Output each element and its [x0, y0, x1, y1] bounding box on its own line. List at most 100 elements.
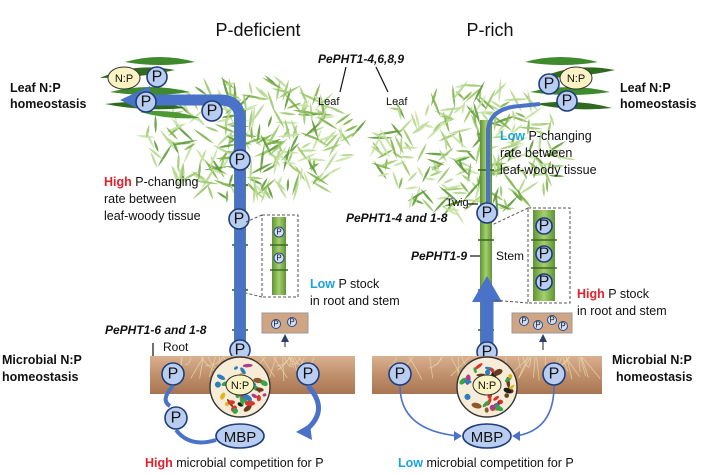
microbe: [240, 367, 246, 375]
bamboo-leaf: [315, 92, 334, 110]
bamboo-leaf: [423, 177, 437, 181]
bamboo-leaf: [260, 177, 268, 191]
bamboo-leaf: [420, 123, 435, 128]
svg-text:P: P: [234, 211, 245, 228]
root-fiber: [429, 356, 434, 379]
bamboo-leaf: [389, 136, 397, 159]
bamboo-leaf: [216, 131, 232, 147]
bamboo-leaf: [548, 174, 565, 178]
bamboo-leaf: [225, 92, 241, 99]
bamboo-leaf: [510, 116, 530, 123]
bamboo-leaf: [192, 180, 219, 185]
svg-text:P: P: [235, 342, 246, 359]
bamboo-leaf: [342, 118, 354, 126]
svg-text:P: P: [395, 366, 406, 383]
bamboo-leaf: [289, 133, 300, 151]
bamboo-leaf: [499, 184, 503, 198]
p-small-root-inset-right-a: P: [519, 316, 529, 326]
p-circle-inset-right-b: P: [535, 245, 553, 263]
right-panel-title: P-rich: [466, 20, 513, 40]
bamboo-leaf: [491, 135, 508, 139]
bamboo-leaf: [438, 185, 460, 204]
bamboo-leaf: [171, 140, 198, 146]
microbe: [243, 394, 253, 402]
bamboo-leaf: [521, 167, 528, 180]
p-circle-leaf-left-a: P: [146, 66, 168, 88]
bamboo-leaf: [507, 187, 519, 195]
bamboo-leaf: [295, 143, 308, 161]
bamboo-leaf: [255, 97, 269, 101]
root-fiber: [205, 356, 225, 366]
bamboo-leaf: [497, 153, 500, 170]
stock-text-left-line2: in root and stem: [310, 294, 400, 308]
stock-text-right-line2: in root and stem: [577, 304, 667, 318]
root-fiber: [433, 356, 442, 366]
microbe: [504, 377, 512, 382]
bamboo-leaf: [261, 77, 284, 90]
bamboo-leaf: [549, 112, 555, 127]
microbe: [494, 405, 504, 412]
microbe-cluster-right: N:P: [456, 356, 518, 418]
arrowhead-soil-to-mbp-right-a: [454, 431, 462, 441]
gene-root-left: PePHT1-6 and 1-8: [105, 323, 207, 337]
bamboo-leaf: [247, 182, 256, 193]
arrowhead-soil-to-mbp-right-b: [512, 431, 520, 441]
bamboo-leaf: [452, 156, 471, 160]
bamboo-leaf: [478, 89, 482, 101]
bamboo-leaf: [475, 94, 487, 112]
bamboo-leaf: [243, 93, 247, 111]
bamboo-leaf: [273, 75, 288, 89]
p-small-inset-left-b: P: [273, 252, 285, 264]
microbe: [253, 377, 263, 384]
bamboo-leaf: [415, 109, 420, 130]
rate-text-left-line3: leaf-woody tissue: [104, 209, 201, 223]
bamboo-leaf: [514, 167, 526, 174]
bamboo-leaf: [402, 126, 414, 148]
root-fiber: [580, 356, 589, 378]
bamboo-leaf: [311, 128, 322, 153]
competition-text-left: High microbial competition for P: [145, 456, 324, 470]
bamboo-leaf: [379, 127, 394, 152]
bamboo-leaf: [376, 149, 394, 159]
root-fiber: [283, 356, 293, 368]
bamboo-leaf: [287, 151, 293, 164]
bamboo-leaf: [430, 87, 438, 107]
bamboo-leaf: [249, 178, 263, 185]
root-fiber: [408, 356, 423, 380]
stem-inset-box-left: [261, 214, 299, 298]
bamboo-leaf: [273, 150, 279, 177]
bamboo-leaf: [312, 82, 321, 106]
inset-leader-right-top: [491, 207, 529, 226]
bamboo-leaf: [521, 106, 544, 123]
bamboo-leaf: [197, 161, 201, 182]
bamboo-leaf: [398, 176, 403, 190]
bamboo-leaf: [299, 166, 303, 182]
bamboo-leaf: [436, 166, 451, 184]
bamboo-leaf: [411, 120, 431, 134]
root-fiber: [268, 356, 277, 381]
bamboo-leaf: [511, 190, 523, 202]
bamboo-leaf: [527, 118, 530, 136]
p-flow-arrow-left: [150, 94, 246, 352]
bamboo-leaf: [475, 139, 482, 165]
bamboo-leaf: [545, 177, 549, 193]
svg-text:N:P: N:P: [231, 380, 249, 392]
bamboo-leaf: [492, 82, 507, 98]
microbe: [484, 407, 489, 413]
bamboo-leaf: [444, 133, 448, 152]
gene-leaf-leader-right: [375, 66, 389, 93]
svg-text:P: P: [482, 205, 493, 222]
bamboo-leaf: [154, 114, 157, 134]
gene-leaf-center: PePHT1-4,6,8,9: [318, 52, 404, 66]
bamboo-leaf: [548, 147, 563, 162]
root-fiber: [273, 356, 288, 379]
bamboo-leaf: [512, 109, 515, 122]
svg-text:P: P: [171, 410, 182, 427]
bamboo-leaf: [250, 126, 253, 141]
bamboo-leaf: [439, 204, 459, 216]
bamboo-leaf: [421, 198, 435, 213]
bamboo-leaf: [397, 146, 420, 149]
bamboo-leaf: [178, 104, 192, 116]
bamboo-leaf: [192, 128, 215, 144]
p-circle-inset-right-a: P: [535, 217, 553, 235]
